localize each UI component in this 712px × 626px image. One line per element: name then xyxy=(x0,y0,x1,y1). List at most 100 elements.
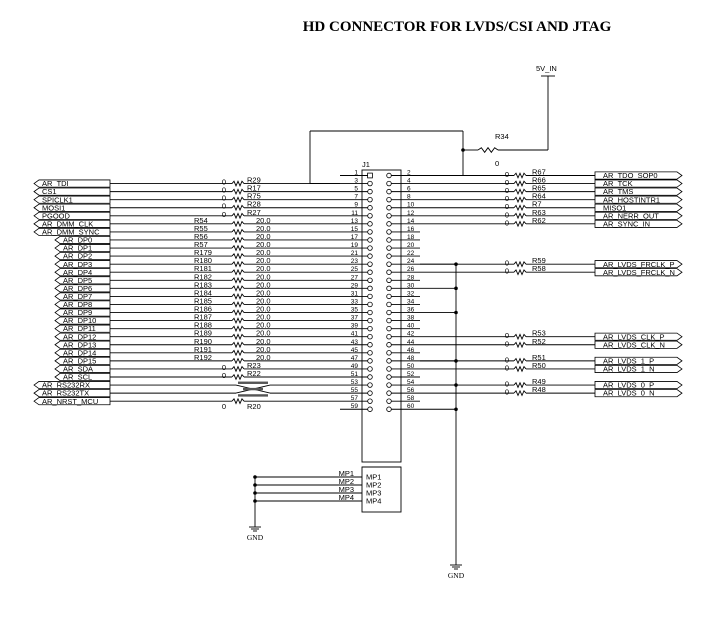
pin-circle xyxy=(386,188,392,195)
pin-number: 43 xyxy=(351,339,359,346)
pin-circle xyxy=(367,180,373,187)
net-tag-ar-nrst-mcu xyxy=(33,397,111,406)
resistor-symbol xyxy=(231,325,245,333)
resistor-value: 0 xyxy=(222,194,226,203)
net-tag-ar-dmm-sync xyxy=(33,227,111,236)
pin-number: 33 xyxy=(351,298,359,305)
net-tag-ar-dp8 xyxy=(54,300,111,309)
pin-circle xyxy=(367,261,373,267)
resistor-value: 0 xyxy=(505,388,509,397)
mp-label: MP4 xyxy=(366,497,381,506)
pin-number: 7 xyxy=(354,194,358,201)
resistor-value: 20.0 xyxy=(256,337,271,346)
resistor-value: 20.0 xyxy=(256,353,271,362)
net-tag-ar-tdi xyxy=(33,179,111,188)
pin-1-square xyxy=(367,172,373,179)
net-label: AR_LVDS_1_N xyxy=(603,365,655,374)
pin-number: 12 xyxy=(407,210,415,217)
net-label: AR_SCL xyxy=(63,373,92,382)
net-tag-ar-hostintr1 xyxy=(594,195,683,204)
resistor-symbol xyxy=(231,397,245,405)
resistor-symbol xyxy=(231,188,245,196)
resistor-value: 0 xyxy=(222,186,226,195)
net-tag-ar-dp4 xyxy=(54,268,111,277)
pin-circle xyxy=(367,374,373,380)
net-tag-ar-dmm-clk xyxy=(33,219,111,228)
pin-number: 10 xyxy=(407,202,415,209)
pin-circle xyxy=(386,406,392,412)
net-label: AR_RS232RX xyxy=(42,381,90,390)
net-tag-ar-rs232tx xyxy=(33,389,111,398)
pin-circle xyxy=(386,325,392,332)
resistor-symbol xyxy=(231,236,245,244)
pin-number: 2 xyxy=(407,170,411,177)
pin-circle xyxy=(386,229,392,235)
resistor-ref: R191 xyxy=(194,345,212,354)
net-tag-ar-lvds-0-n xyxy=(594,389,683,398)
net-label: SPICLK1 xyxy=(42,195,73,204)
net-label: MISO1 xyxy=(603,203,626,212)
pin-circle xyxy=(367,317,373,324)
pin-number: 35 xyxy=(351,307,359,314)
resistor-ref: R189 xyxy=(194,329,212,338)
net-tag-ar-dp9 xyxy=(54,308,111,317)
pin-number: 41 xyxy=(351,331,359,338)
pin-number: 34 xyxy=(407,298,415,305)
junction-dot xyxy=(454,310,458,315)
power-label: 5V_IN xyxy=(536,64,557,73)
resistor-value: 0 xyxy=(222,202,226,211)
resistor-symbol xyxy=(513,389,527,397)
net-tag-ar-lvds-frclk-n xyxy=(594,268,683,277)
junction-dot xyxy=(454,286,458,291)
pin-circle xyxy=(367,309,373,316)
pin-number: 11 xyxy=(351,210,358,217)
pin-circle xyxy=(386,374,392,380)
pin-circle xyxy=(367,398,373,404)
net-label: CS1 xyxy=(42,187,57,196)
pin-circle xyxy=(367,325,373,332)
resistor-symbol xyxy=(513,365,527,373)
resistor-ref: R7 xyxy=(532,200,542,209)
pin-number: 49 xyxy=(351,363,359,370)
pin-circle xyxy=(367,366,373,372)
pin-circle xyxy=(367,358,373,364)
resistor-ref: R66 xyxy=(532,176,546,185)
resistor-symbol xyxy=(231,196,245,204)
net-tag-ar-dp3 xyxy=(54,260,111,269)
net-tag-ar-sync-in xyxy=(594,219,683,228)
resistor-value: 0 xyxy=(505,202,509,211)
pin-number: 1 xyxy=(354,170,358,177)
resistor-ref: R57 xyxy=(194,240,208,249)
pin-number: 24 xyxy=(407,258,415,265)
resistor-ref: R65 xyxy=(532,184,546,193)
resistor-ref: R52 xyxy=(532,337,546,346)
pin-number: 25 xyxy=(351,266,359,273)
pin-circle xyxy=(386,180,392,187)
net-label: AR_DP10 xyxy=(63,316,96,325)
pin-circle xyxy=(386,398,392,404)
net-label: AR_DP6 xyxy=(63,284,92,293)
net-tag-ar-dp7 xyxy=(54,292,111,301)
resistor-value: 20.0 xyxy=(256,329,271,338)
pin-number: 48 xyxy=(407,355,415,362)
pin-number: 42 xyxy=(407,331,415,338)
resistor-symbol xyxy=(513,260,527,268)
resistor-ref: R182 xyxy=(194,272,212,281)
pin-number: 32 xyxy=(407,290,415,297)
mp-pin-label: MP2 xyxy=(339,477,354,486)
net-label: AR_NRST_MCU xyxy=(42,397,98,406)
net-tag-ar-nerr-out xyxy=(594,211,683,220)
pin-number: 22 xyxy=(407,250,415,257)
pin-circle xyxy=(367,253,373,259)
pin-number: 56 xyxy=(407,387,415,394)
net-label: AR_DP15 xyxy=(63,356,96,365)
net-tag-cs1 xyxy=(33,187,111,196)
resistor-symbol xyxy=(231,180,245,187)
resistor-ref: R55 xyxy=(194,224,208,233)
resistor-ref: R181 xyxy=(194,264,212,273)
pin-number: 54 xyxy=(407,379,415,386)
resistor-ref: R185 xyxy=(194,296,212,305)
net-label: MOSI1 xyxy=(42,203,65,212)
resistor-symbol xyxy=(513,381,527,389)
